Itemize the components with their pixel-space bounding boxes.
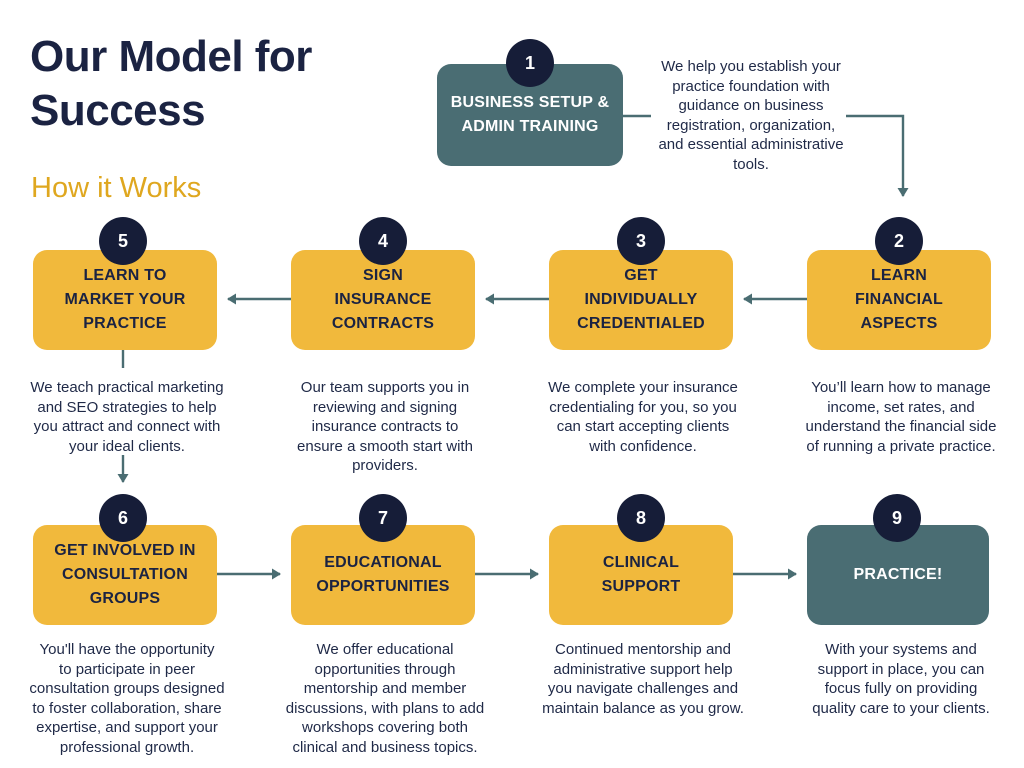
step-description-2: You’ll learn how to manage income, set r… <box>805 379 997 455</box>
step-description-1: We help you establish your practice foun… <box>658 58 844 173</box>
step-box-get-credentialed: GET INDIVIDUALLY CREDENTIALED <box>549 250 733 350</box>
step-number-badge-1: 1 <box>506 39 554 87</box>
page-title: Our Model for Success <box>30 32 312 135</box>
step-description-3: We complete your insurance credentialing… <box>548 379 738 455</box>
step-number-badge-5: 5 <box>99 217 147 265</box>
step-description-4: Our team supports you in reviewing and s… <box>297 379 473 474</box>
step-box-market-your-practice: LEARN TO MARKET YOUR PRACTICE <box>33 250 217 350</box>
step-number-badge-4: 4 <box>359 217 407 265</box>
step-description-5: We teach practical marketing and SEO str… <box>30 379 224 455</box>
step-number-badge-7: 7 <box>359 494 407 542</box>
step-number-badge-2: 2 <box>875 217 923 265</box>
step-description-9: With your systems and support in place, … <box>812 641 990 717</box>
step-description-6: You'll have the opportunity to participa… <box>29 641 225 756</box>
step-box-learn-financial-aspects: LEARN FINANCIAL ASPECTS <box>807 250 991 350</box>
page-subtitle: How it Works <box>31 172 202 204</box>
step-description-8: Continued mentorship and administrative … <box>542 641 744 717</box>
step-description-7: We offer educational opportunities throu… <box>285 641 485 756</box>
step-box-sign-insurance-contracts: SIGN INSURANCE CONTRACTS <box>291 250 475 350</box>
step-number-badge-6: 6 <box>99 494 147 542</box>
step-number-badge-8: 8 <box>617 494 665 542</box>
step-number-badge-9: 9 <box>873 494 921 542</box>
step-number-badge-3: 3 <box>617 217 665 265</box>
